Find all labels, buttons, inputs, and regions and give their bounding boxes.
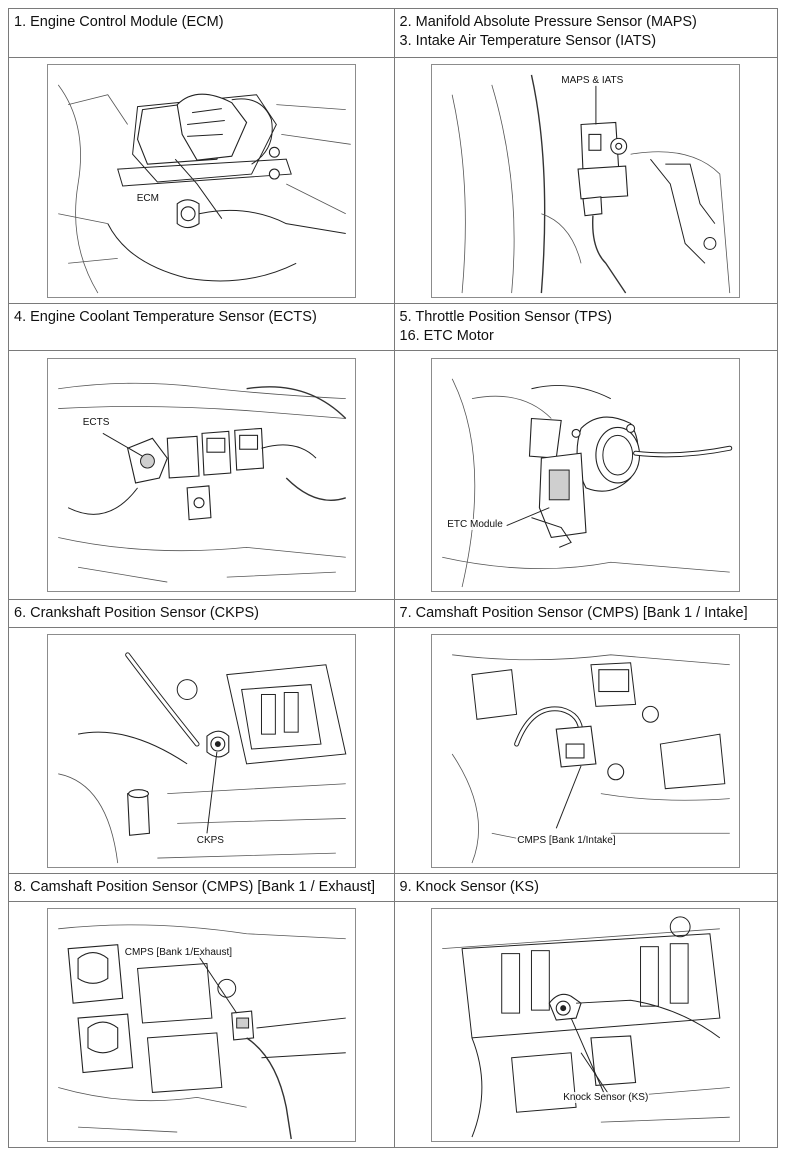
image-cell-ckps: CKPS — [9, 628, 395, 874]
header-cell-maps-iats: 2. Manifold Absolute Pressure Sensor (MA… — [394, 9, 778, 58]
sensor-location-table: 1. Engine Control Module (ECM) 2. Manifo… — [8, 8, 778, 1148]
etc-diagram: ETC Module — [431, 358, 741, 592]
knock-sensor-callout: Knock Sensor (KS) — [562, 1091, 650, 1103]
image-cell-ects: ECTS — [9, 351, 395, 600]
header-row-1: 1. Engine Control Module (ECM) 2. Manifo… — [9, 9, 778, 58]
image-cell-cmps-intake: CMPS [Bank 1/Intake] — [394, 628, 778, 874]
image-cell-tps-etc: ETC Module — [394, 351, 778, 600]
image-row-2: ECTS — [9, 351, 778, 600]
maps-iats-callout: MAPS & IATS — [560, 74, 625, 86]
header-text: 7. Camshaft Position Sensor (CMPS) [Bank… — [399, 605, 748, 621]
cmps-exhaust-diagram: CMPS [Bank 1/Exhaust] — [46, 907, 356, 1142]
image-cell-cmps-exhaust: CMPS [Bank 1/Exhaust] — [9, 902, 395, 1148]
cmps-intake-callout: CMPS [Bank 1/Intake] — [516, 834, 617, 846]
image-cell-ecm: ECM — [9, 58, 395, 304]
image-cell-maps-iats: MAPS & IATS — [394, 58, 778, 304]
ckps-callout: CKPS — [195, 834, 225, 846]
header-text: 1. Engine Control Module (ECM) — [14, 14, 224, 30]
maps-iats-diagram: MAPS & IATS — [431, 63, 741, 298]
header-cell-tps-etc: 5. Throttle Position Sensor (TPS) 16. ET… — [394, 304, 778, 351]
image-row-1: ECM — [9, 58, 778, 304]
header-row-4: 8. Camshaft Position Sensor (CMPS) [Bank… — [9, 874, 778, 902]
ecm-diagram: ECM — [46, 63, 356, 298]
ects-callout: ECTS — [81, 417, 111, 428]
image-cell-knock-sensor: Knock Sensor (KS) — [394, 902, 778, 1148]
header-text: 6. Crankshaft Position Sensor (CKPS) — [14, 605, 259, 621]
header-text: 5. Throttle Position Sensor (TPS) — [399, 309, 613, 325]
header-row-3: 6. Crankshaft Position Sensor (CKPS) 7. … — [9, 600, 778, 628]
header-cell-ects: 4. Engine Coolant Temperature Sensor (EC… — [9, 304, 395, 351]
header-row-2: 4. Engine Coolant Temperature Sensor (EC… — [9, 304, 778, 351]
header-text: 3. Intake Air Temperature Sensor (IATS) — [399, 33, 657, 49]
image-row-4: CMPS [Bank 1/Exhaust] — [9, 902, 778, 1148]
header-cell-cmps-exhaust: 8. Camshaft Position Sensor (CMPS) [Bank… — [9, 874, 395, 902]
ecm-callout: ECM — [135, 192, 160, 204]
header-text: 2. Manifold Absolute Pressure Sensor (MA… — [399, 14, 697, 30]
header-cell-knock-sensor: 9. Knock Sensor (KS) — [394, 874, 778, 902]
cmps-exhaust-callout: CMPS [Bank 1/Exhaust] — [123, 946, 234, 958]
header-text: 4. Engine Coolant Temperature Sensor (EC… — [14, 309, 317, 325]
ckps-diagram: CKPS — [46, 633, 356, 868]
header-text: 16. ETC Motor — [399, 328, 494, 344]
cmps-intake-diagram: CMPS [Bank 1/Intake] — [431, 633, 741, 868]
header-cell-ecm: 1. Engine Control Module (ECM) — [9, 9, 395, 58]
header-text: 9. Knock Sensor (KS) — [399, 879, 539, 895]
header-cell-ckps: 6. Crankshaft Position Sensor (CKPS) — [9, 600, 395, 628]
header-cell-cmps-intake: 7. Camshaft Position Sensor (CMPS) [Bank… — [394, 600, 778, 628]
ects-diagram: ECTS — [46, 358, 356, 592]
knock-sensor-diagram: Knock Sensor (KS) — [431, 907, 741, 1142]
header-text: 8. Camshaft Position Sensor (CMPS) [Bank… — [14, 879, 376, 895]
etc-callout: ETC Module — [446, 519, 504, 530]
image-row-3: CKPS — [9, 628, 778, 874]
